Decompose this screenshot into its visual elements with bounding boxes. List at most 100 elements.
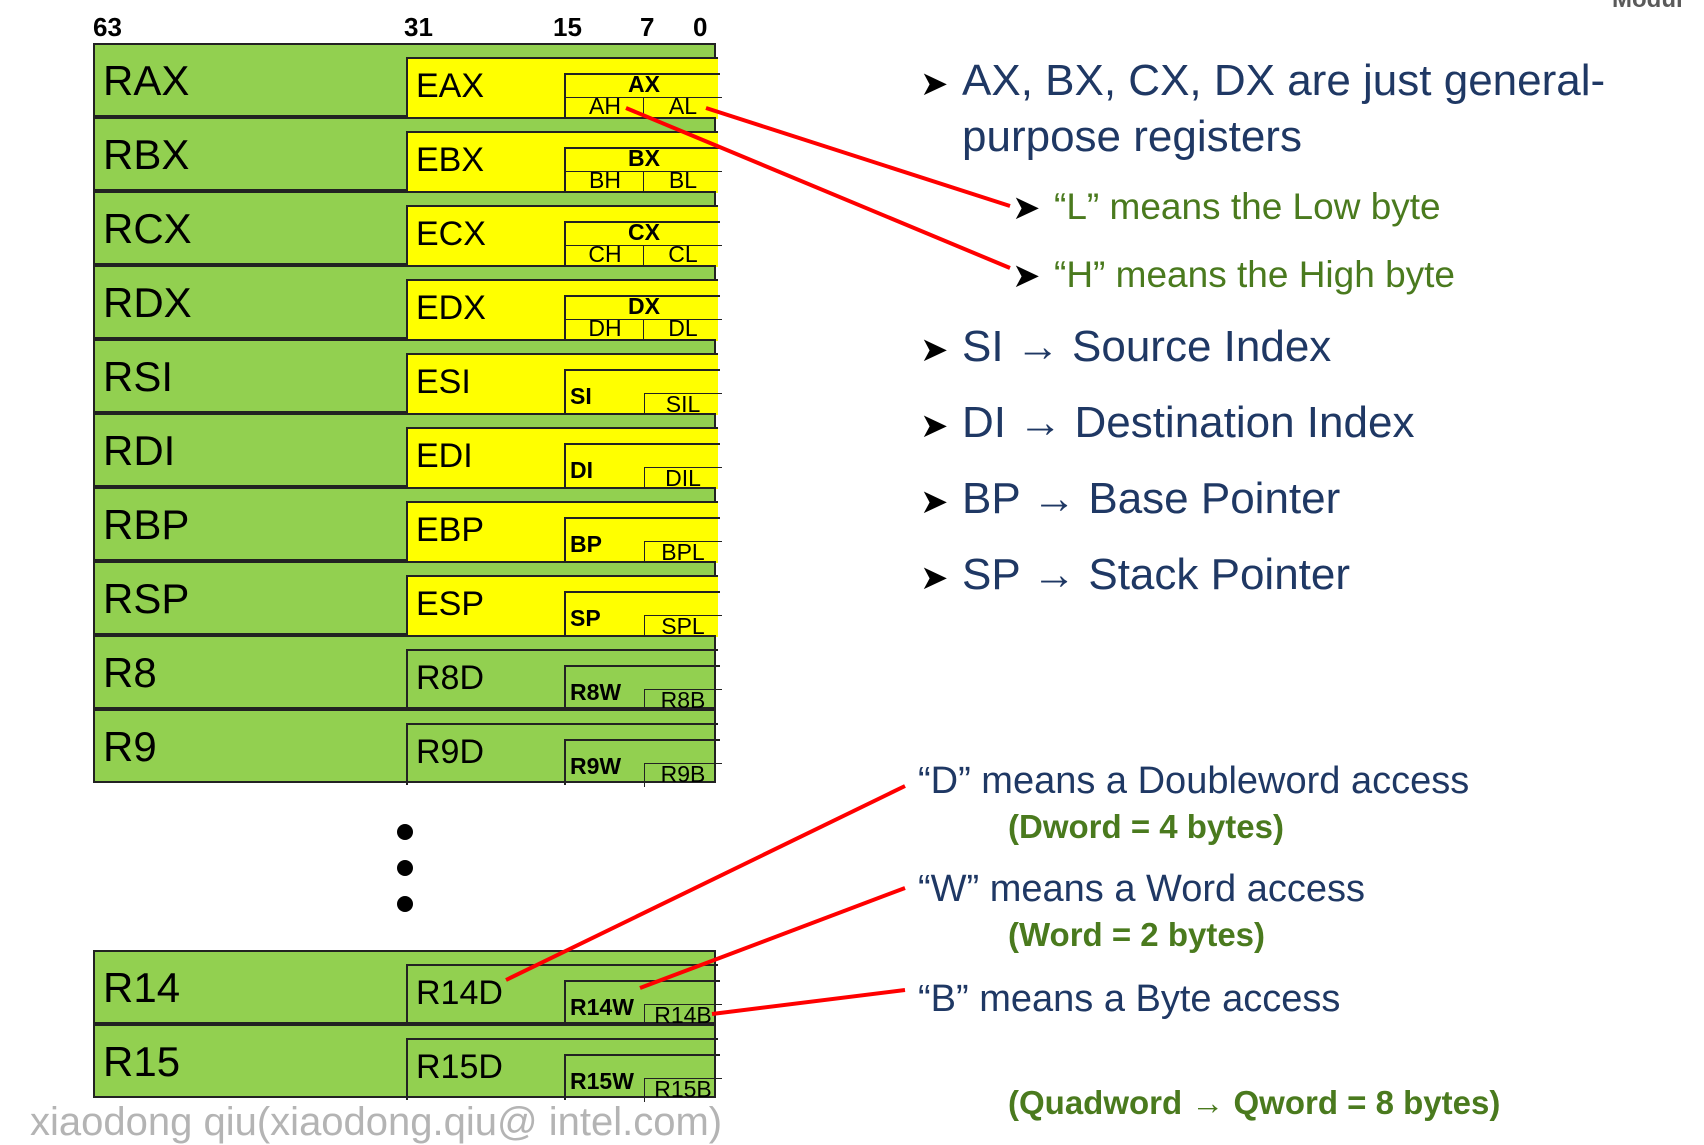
bullet-stack-pointer: ➤SP → Stack Pointer — [920, 550, 1350, 600]
arrow-bullet-icon: ➤ — [920, 331, 949, 369]
arrow-bullet-icon: ➤ — [920, 483, 949, 521]
high-byte-box — [566, 319, 644, 343]
low-byte-label: CL — [668, 241, 698, 267]
reg32-box: EBP BP BPL — [406, 501, 722, 565]
connector-byte — [711, 988, 906, 1016]
bullet-general-purpose: ➤ AX, BX, CX, DX are just general- — [920, 56, 1605, 106]
reg32-label: EDX — [416, 289, 486, 327]
bullet-destination-index: ➤ DI → Destination Index — [920, 398, 1414, 448]
register-row: R15 R15D R15W R15B — [93, 1024, 722, 1102]
bullet-text: “L” means the Low byte — [1054, 186, 1441, 227]
qword-note: (Quadword → Qword = 8 bytes) — [1008, 1084, 1501, 1121]
reg32-box: ESI SI SIL — [406, 353, 722, 417]
high-byte-box — [566, 171, 644, 195]
register-row: RSI ESI SI SIL — [93, 339, 722, 417]
reg32-label: EDI — [416, 437, 473, 475]
low-byte-box — [644, 615, 722, 639]
reg32-label: R15D — [416, 1048, 503, 1086]
reg64-label: RDI — [103, 427, 176, 474]
reg16-label: R9W — [570, 753, 622, 779]
reg16-box: DX DH DL — [564, 293, 722, 343]
word-size-note: (Word = 2 bytes) — [1008, 916, 1266, 953]
low-byte-box — [644, 319, 722, 343]
high-byte-box — [566, 97, 644, 121]
register-row: RSP ESP SP SPL — [93, 561, 722, 639]
reg32-label: R8D — [416, 659, 485, 697]
reg16-box: BP BPL — [564, 517, 722, 565]
byte-note: “B” means a Byte access — [918, 978, 1341, 1020]
dword-size-note: (Dword = 4 bytes) — [1008, 808, 1284, 845]
reg16-label: R14W — [570, 994, 634, 1020]
register-row: RCX ECX CX CH CL — [93, 191, 722, 269]
low-byte-box — [644, 245, 722, 269]
connector-word — [639, 886, 906, 990]
reg16-box: R15W R15B — [564, 1054, 722, 1102]
bullet-text: DI → Destination Index — [962, 398, 1415, 447]
reg16-box: R9W R9B — [564, 739, 722, 787]
arrow-bullet-icon: ➤ — [1012, 189, 1041, 227]
reg16-box: R14W R14B — [564, 980, 722, 1028]
reg32-label: R14D — [416, 974, 503, 1012]
reg16-label: CX — [628, 219, 660, 245]
reg16-box: AX AH AL — [564, 71, 722, 121]
reg32-label: R9D — [416, 733, 485, 771]
reg16-label: R8W — [570, 679, 622, 705]
reg64-label: R9 — [103, 723, 157, 770]
high-byte-label: BH — [589, 167, 621, 193]
reg64-label: R8 — [103, 649, 157, 696]
reg16-box: R8W R8B — [564, 665, 722, 713]
reg64-label: R14 — [103, 964, 181, 1011]
low-byte-box — [644, 763, 722, 787]
reg16-box: BX BH BL — [564, 145, 722, 195]
corner-text: Modul — [1612, 0, 1683, 14]
reg16-label: DX — [628, 293, 660, 319]
low-byte-label: BL — [668, 167, 698, 193]
bullet-high-byte: ➤ “H” means the High byte — [1012, 254, 1455, 296]
reg32-box: R15D R15W R15B — [406, 1038, 722, 1102]
arrow-bullet-icon: ➤ — [1012, 257, 1041, 295]
arrow-bullet-icon: ➤ — [920, 407, 949, 445]
reg32-label: EAX — [416, 67, 485, 105]
bullet-general-purpose-cont: purpose registers — [962, 112, 1302, 162]
low-byte-label: AL — [668, 93, 698, 119]
reg32-box: R14D R14W R14B — [406, 964, 722, 1028]
bullet-source-index: ➤SI → Source Index — [920, 322, 1331, 372]
high-byte-box — [566, 245, 644, 269]
reg64-label: RAX — [103, 57, 190, 104]
low-byte-label: SPL — [661, 613, 705, 639]
watermark: xiaodong qiu(xiaodong.qiu@ intel.com) — [30, 1100, 723, 1144]
high-byte-label: AH — [589, 93, 621, 119]
bullet-text: AX, BX, CX, DX are just general- — [962, 56, 1606, 105]
reg64-label: RBP — [103, 501, 190, 548]
reg32-box: EDI DI DIL — [406, 427, 722, 491]
reg64-label: RSI — [103, 353, 174, 400]
reg32-box: R9D R9W R9B — [406, 723, 722, 787]
low-byte-label: R14B — [654, 1002, 712, 1028]
reg16-box: SI SIL — [564, 369, 722, 417]
register-row: R9 R9D R9W R9B — [93, 709, 722, 787]
reg32-label: ESI — [416, 363, 471, 401]
bullet-text: purpose registers — [962, 112, 1302, 161]
reg16-label: R15W — [570, 1068, 634, 1094]
reg16-label: BP — [570, 531, 602, 557]
register-row: RDX EDX DX DH DL — [93, 265, 722, 343]
bullet-text: “H” means the High byte — [1054, 254, 1456, 295]
reg32-label: EBP — [416, 511, 485, 549]
ellipsis-dot — [397, 824, 413, 840]
low-byte-label: DIL — [665, 465, 701, 491]
reg64-label: R15 — [103, 1038, 181, 1085]
connector-ah-high-byte — [625, 106, 1011, 270]
reg16-box: CX CH CL — [564, 219, 722, 269]
bit-label-63: 63 — [93, 12, 122, 42]
low-byte-label: R9B — [660, 761, 706, 787]
reg16-box: SP SPL — [564, 591, 722, 639]
reg16-label: SI — [570, 383, 592, 409]
reg16-box: DI DIL — [564, 443, 722, 491]
reg32-box: ESP SP SPL — [406, 575, 722, 639]
reg64-label: RCX — [103, 205, 192, 252]
bullet-base-pointer: ➤BP → Base Pointer — [920, 474, 1340, 524]
arrow-bullet-icon: ➤ — [920, 65, 949, 103]
register-row: RBP EBP BP BPL — [93, 487, 722, 565]
reg32-box: R8D R8W R8B — [406, 649, 722, 713]
